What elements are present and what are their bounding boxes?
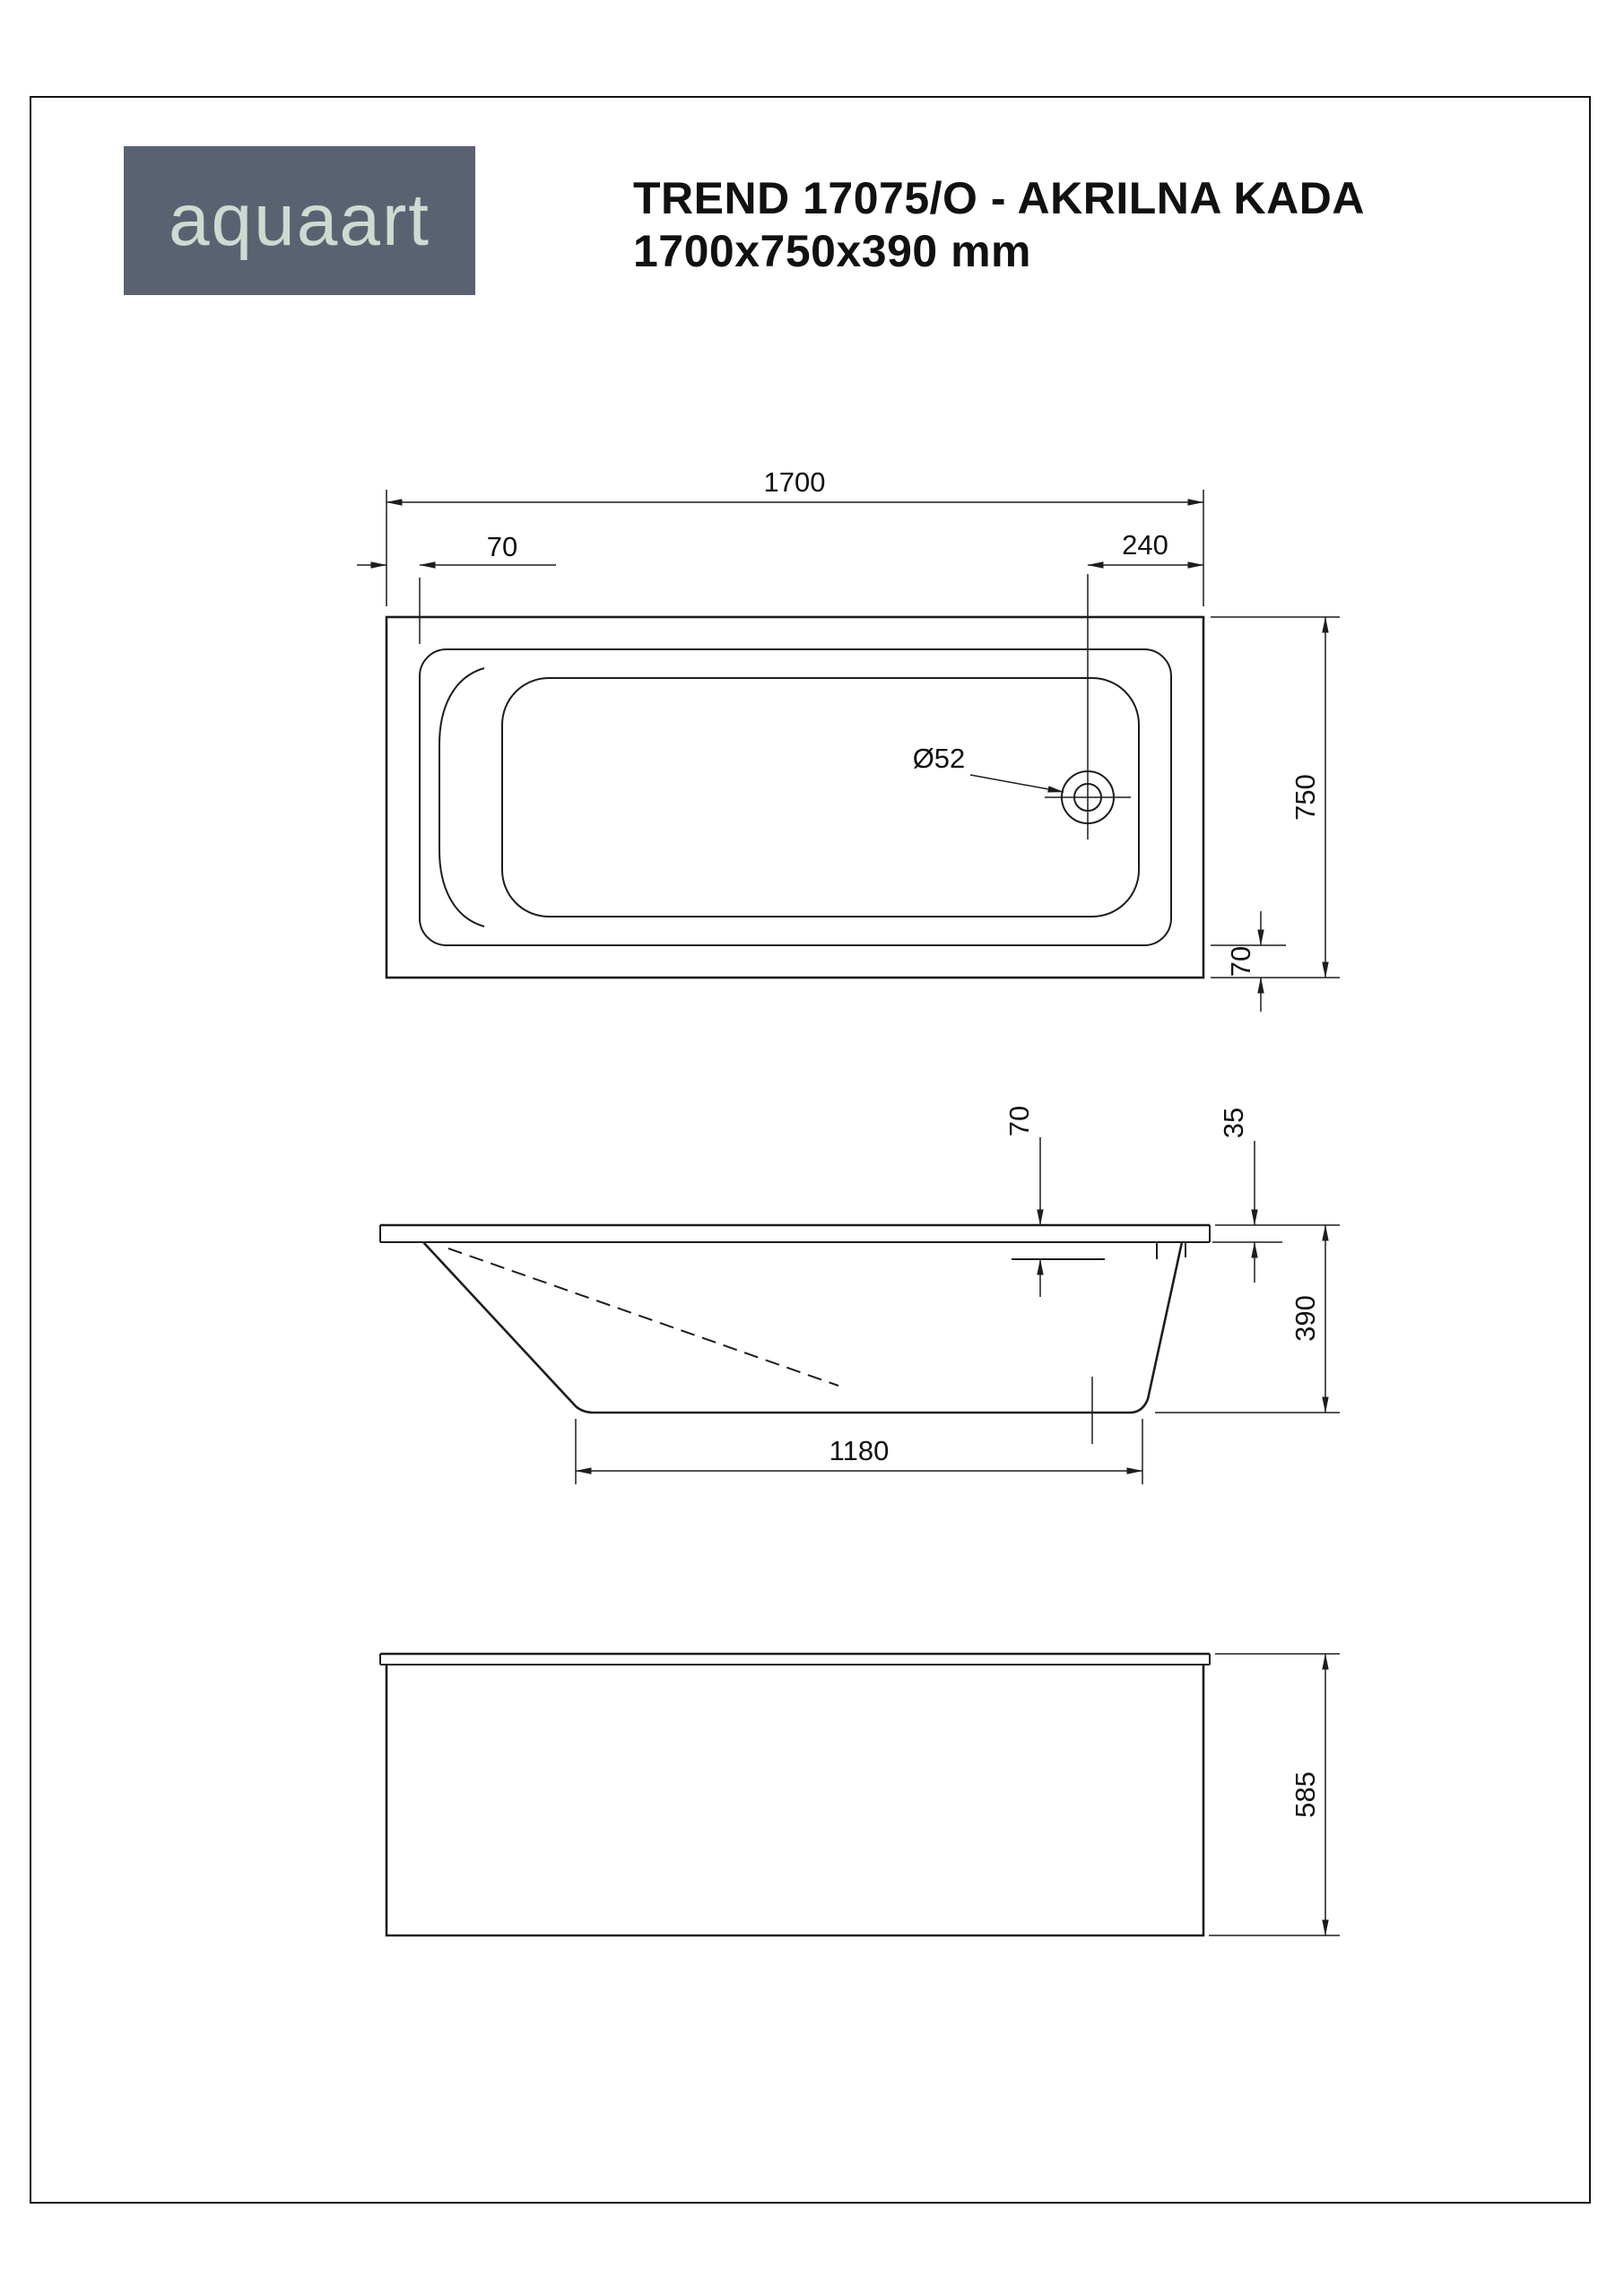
dim-ledge-depth: 70 xyxy=(1003,1106,1035,1136)
title-line2: 1700x750x390 mm xyxy=(633,225,1031,276)
dim-rim-width-left: 70 xyxy=(487,531,517,562)
top-view: Ø52 1700 70 240 750 70 xyxy=(357,466,1340,1012)
dim-drain-offset: 240 xyxy=(1122,529,1168,561)
dim-panel-height: 585 xyxy=(1290,1771,1321,1818)
front-view: 585 xyxy=(379,1652,1340,1937)
page-border xyxy=(30,96,1591,2204)
drawing-title: TREND 17075/O - AKRILNA KADA 1700x750x39… xyxy=(633,172,1365,277)
dim-rim-height: 35 xyxy=(1218,1108,1249,1138)
tub-floor-edge xyxy=(501,677,1140,918)
tub-outer-rect xyxy=(385,615,1205,979)
title-line1: TREND 17075/O - AKRILNA KADA xyxy=(633,173,1365,223)
dim-overall-length: 1700 xyxy=(764,466,826,498)
dim-rim-width-bottom: 70 xyxy=(1225,946,1256,977)
dim-drain-diameter: Ø52 xyxy=(913,743,966,774)
logo-text: aquaart xyxy=(168,179,431,261)
hidden-inner-slope xyxy=(447,1248,839,1387)
side-view: 70 35 390 1180 xyxy=(379,1106,1340,1484)
dim-bottom-length: 1180 xyxy=(829,1435,890,1466)
tub-rim-edge xyxy=(419,648,1172,946)
tub-backrest-slope-arc xyxy=(439,667,485,927)
dim-overall-height: 390 xyxy=(1290,1295,1321,1342)
drain-leader-line xyxy=(969,774,1064,793)
logo-box: aquaart xyxy=(124,146,475,295)
front-panel-outline xyxy=(385,1665,1205,1937)
dim-overall-width: 750 xyxy=(1290,774,1321,821)
tub-body-profile xyxy=(422,1241,1184,1414)
